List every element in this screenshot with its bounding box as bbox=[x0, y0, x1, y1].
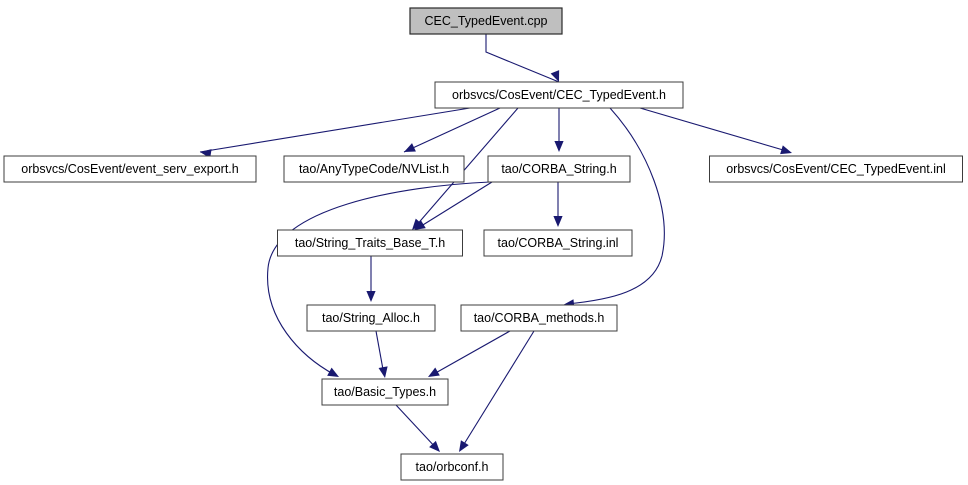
arrowhead-icon bbox=[412, 218, 423, 230]
node-label: tao/orbconf.h bbox=[416, 460, 489, 474]
arrowhead-icon bbox=[780, 145, 792, 155]
graph-node[interactable]: tao/CORBA_String.h bbox=[487, 155, 631, 183]
graph-edge bbox=[566, 107, 665, 305]
arrowhead-icon bbox=[429, 440, 440, 452]
arrowhead-icon bbox=[554, 141, 564, 152]
node-box[interactable] bbox=[283, 155, 465, 183]
node-box[interactable] bbox=[306, 304, 436, 332]
graph-edge bbox=[414, 107, 519, 228]
arrowhead-icon bbox=[327, 367, 339, 377]
graph-edge bbox=[395, 404, 438, 450]
arrowhead-icon bbox=[414, 220, 426, 230]
node-label: orbsvcs/CosEvent/event_serv_export.h bbox=[21, 162, 239, 176]
graph-node[interactable]: orbsvcs/CosEvent/CEC_TypedEvent.inl bbox=[709, 155, 963, 183]
node-box[interactable] bbox=[409, 7, 563, 35]
graph-node[interactable]: orbsvcs/CosEvent/CEC_TypedEvent.h bbox=[434, 81, 684, 109]
node-label: tao/AnyTypeCode/NVList.h bbox=[299, 162, 449, 176]
graph-edge bbox=[639, 107, 791, 153]
edge-layer bbox=[199, 34, 792, 452]
node-label: orbsvcs/CosEvent/CEC_TypedEvent.inl bbox=[726, 162, 946, 176]
arrowhead-icon bbox=[553, 216, 563, 227]
node-label: orbsvcs/CosEvent/CEC_TypedEvent.h bbox=[452, 88, 666, 102]
node-label: tao/String_Alloc.h bbox=[322, 311, 420, 325]
node-label: tao/Basic_Types.h bbox=[334, 385, 436, 399]
arrowhead-icon bbox=[550, 70, 560, 82]
arrowhead-icon bbox=[404, 143, 416, 152]
graph-edge bbox=[485, 34, 560, 83]
node-label: tao/String_Traits_Base_T.h bbox=[295, 236, 445, 250]
graph-node[interactable]: orbsvcs/CosEvent/event_serv_export.h bbox=[3, 155, 257, 183]
arrowhead-icon bbox=[378, 366, 388, 378]
node-box[interactable] bbox=[434, 81, 684, 109]
graph-edge bbox=[199, 107, 471, 153]
node-box[interactable] bbox=[3, 155, 257, 183]
graph-edge bbox=[417, 181, 493, 229]
arrowhead-icon bbox=[366, 291, 376, 302]
graph-node[interactable]: tao/CORBA_methods.h bbox=[460, 304, 618, 332]
graph-node[interactable]: tao/AnyTypeCode/NVList.h bbox=[283, 155, 465, 183]
node-label: tao/CORBA_String.h bbox=[501, 162, 616, 176]
node-box[interactable] bbox=[400, 453, 504, 481]
node-box[interactable] bbox=[321, 378, 449, 406]
graph-node[interactable]: tao/String_Traits_Base_T.h bbox=[277, 229, 463, 257]
graph-node[interactable]: tao/String_Alloc.h bbox=[306, 304, 436, 332]
graph-node[interactable]: tao/orbconf.h bbox=[400, 453, 504, 481]
graph-edge bbox=[460, 330, 535, 450]
graph-node[interactable]: tao/CORBA_String.inl bbox=[483, 229, 633, 257]
node-label: tao/CORBA_methods.h bbox=[474, 311, 605, 325]
graph-edge bbox=[403, 107, 501, 153]
node-label: CEC_TypedEvent.cpp bbox=[425, 14, 548, 28]
node-box[interactable] bbox=[709, 155, 963, 183]
graph-node[interactable]: CEC_TypedEvent.cpp bbox=[409, 7, 563, 35]
node-box[interactable] bbox=[483, 229, 633, 257]
node-box[interactable] bbox=[487, 155, 631, 183]
arrowhead-icon bbox=[428, 367, 440, 377]
arrowhead-icon bbox=[459, 440, 469, 452]
graph-edge bbox=[267, 181, 491, 376]
graph-edge bbox=[431, 330, 511, 376]
graph-node[interactable]: tao/Basic_Types.h bbox=[321, 378, 449, 406]
node-label: tao/CORBA_String.inl bbox=[498, 236, 619, 250]
node-box[interactable] bbox=[277, 229, 463, 257]
node-layer: CEC_TypedEvent.cpp orbsvcs/CosEvent/CEC_T… bbox=[3, 7, 963, 481]
node-box[interactable] bbox=[460, 304, 618, 332]
